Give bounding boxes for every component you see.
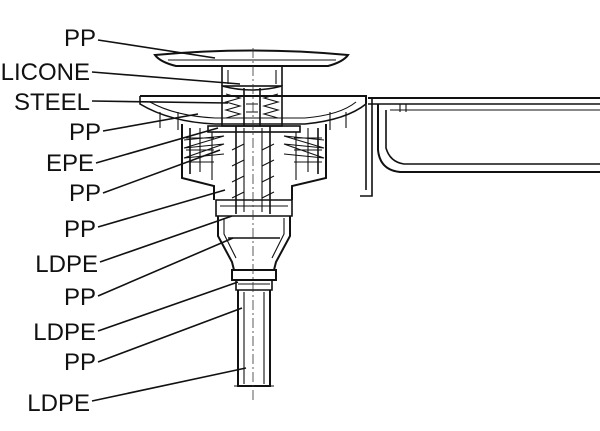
lower-body bbox=[217, 216, 291, 271]
leader-steel bbox=[91, 100, 229, 104]
label-ldpe-1: LDPE bbox=[35, 251, 98, 278]
tail-coupling bbox=[231, 269, 277, 291]
label-pp-1: PP bbox=[64, 25, 96, 52]
label-pp-5: PP bbox=[64, 284, 96, 311]
label-pp-6: PP bbox=[64, 349, 96, 376]
spring-housing bbox=[221, 85, 283, 127]
leader-ldpe-1 bbox=[99, 215, 233, 263]
label-pp-3: PP bbox=[69, 180, 101, 207]
label-epe: EPE bbox=[46, 150, 94, 177]
leader-silicone bbox=[91, 71, 241, 85]
label-ldpe-2: LDPE bbox=[33, 319, 96, 346]
label-ldpe-3: LDPE bbox=[27, 390, 90, 417]
valve-stem bbox=[215, 126, 293, 217]
label-pp-4: PP bbox=[64, 216, 96, 243]
label-pp-2: PP bbox=[69, 119, 101, 146]
material-labels: PP LICONE STEEL PP EPE PP PP LDPE PP LDP… bbox=[1, 25, 101, 417]
label-steel: STEEL bbox=[14, 89, 90, 116]
leader-ldpe-3 bbox=[91, 367, 247, 402]
leader-ldpe-2 bbox=[97, 281, 239, 332]
drain-body bbox=[181, 124, 327, 200]
leader-pp-2 bbox=[102, 113, 199, 132]
stopper-cap bbox=[153, 49, 350, 91]
label-silicone: LICONE bbox=[1, 59, 90, 86]
leader-pp-6 bbox=[97, 307, 243, 363]
leader-lines bbox=[91, 39, 247, 402]
leader-pp-5 bbox=[97, 237, 234, 297]
leader-epe bbox=[95, 127, 219, 164]
leader-pp-3 bbox=[102, 149, 221, 194]
tail-pipe bbox=[234, 290, 274, 387]
sink-basin bbox=[360, 97, 600, 197]
leader-pp-1 bbox=[97, 39, 216, 59]
leader-pp-4 bbox=[97, 189, 226, 228]
